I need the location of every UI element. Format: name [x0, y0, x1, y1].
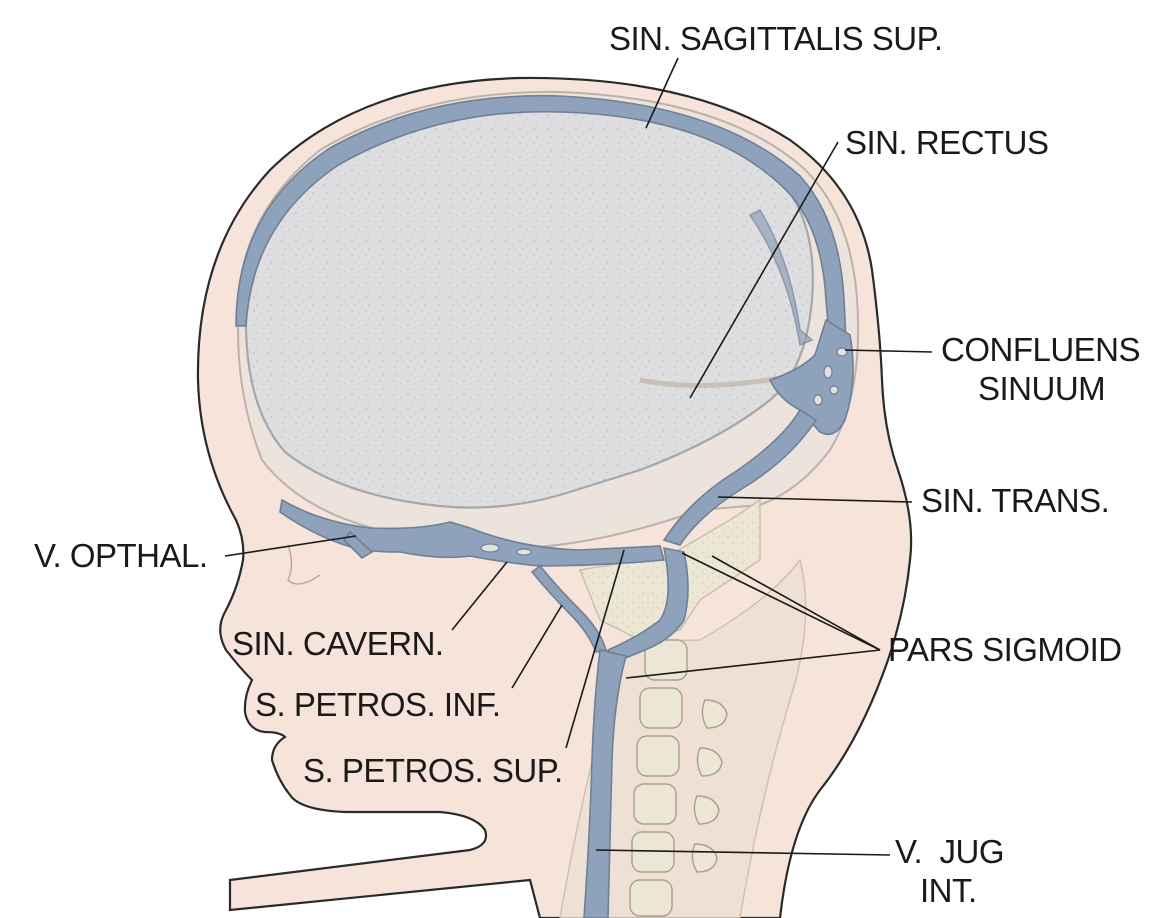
label-s-petros-sup: S. PETROS. SUP. — [303, 752, 563, 789]
transverse-sinus — [662, 408, 818, 546]
cavernous-plexus — [279, 498, 666, 567]
label-confluens-line2: SINUUM — [978, 370, 1105, 407]
confluens-sinuum — [768, 318, 854, 436]
sinus-gaps — [480, 347, 848, 556]
internal-jugular-vein — [583, 649, 627, 918]
label-sin-sagittalis-sup: SIN. SAGITTALIS SUP. — [609, 20, 943, 57]
face-detail-line — [287, 544, 321, 585]
label-v-opthal: V. OPTHAL. — [34, 537, 208, 574]
label-s-petros-inf: S. PETROS. INF. — [255, 686, 501, 723]
venous-sinuses — [235, 94, 854, 918]
label-v-jug-line1: V. JUG — [895, 833, 1004, 870]
vertebrae — [629, 639, 728, 917]
inferior-petrosal-sinus — [530, 564, 608, 653]
leader-lines — [224, 57, 933, 856]
label-sin-rectus: SIN. RECTUS — [845, 124, 1049, 161]
label-pars-sigmoid: PARS SIGMOID — [888, 631, 1122, 668]
label-confluens-line1: CONFLUENS — [941, 331, 1140, 368]
sigmoid-sinus — [606, 546, 689, 663]
straight-sinus — [748, 208, 814, 347]
label-sin-trans: SIN. TRANS. — [921, 482, 1109, 519]
label-v-jug-line2: INT. — [920, 872, 977, 909]
neck-soft-tissue — [559, 558, 807, 918]
label-sin-cavern: SIN. CAVERN. — [232, 625, 444, 662]
tentorium — [639, 375, 781, 388]
